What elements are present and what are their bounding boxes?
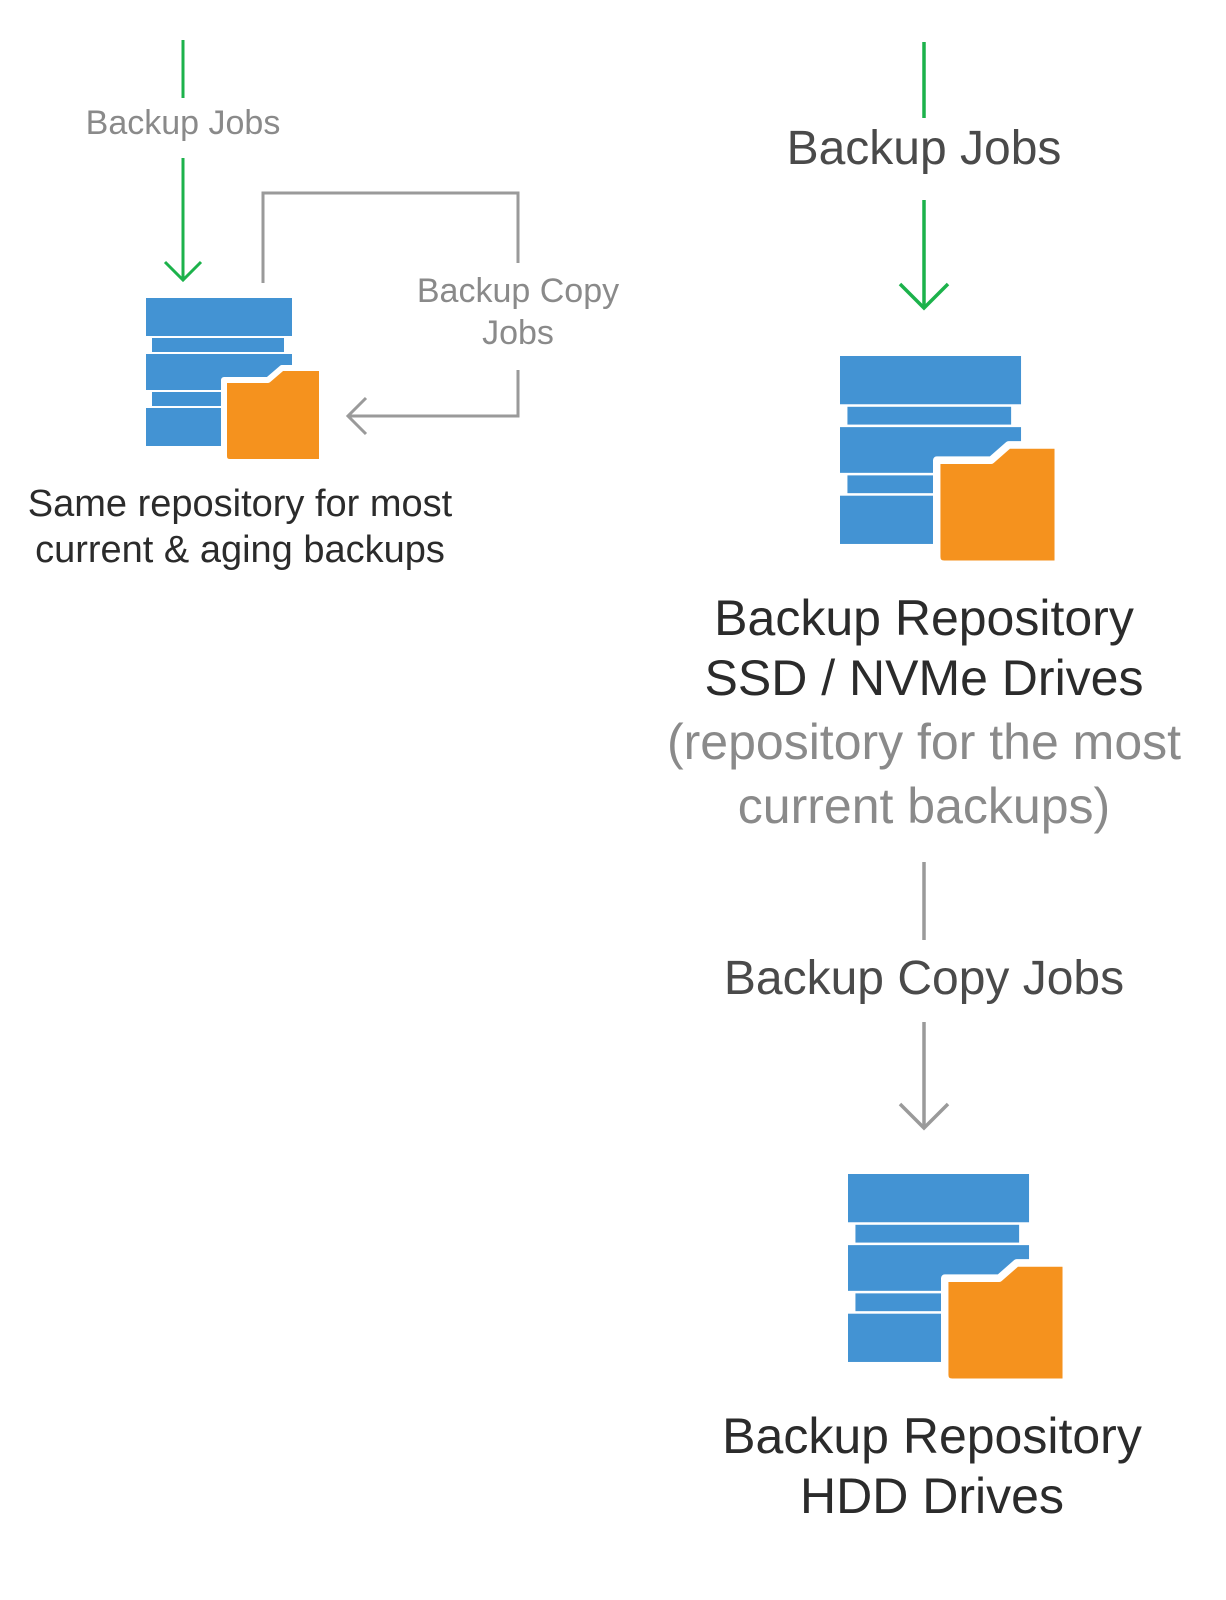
left-copy-jobs-loop-arrow [261, 191, 520, 436]
left-copy-jobs-label-line2: Jobs [482, 314, 554, 352]
left-caption-line2: current & aging backups [35, 529, 445, 571]
left-backup-jobs-label: Backup Jobs [85, 104, 281, 142]
right-backup-jobs-arrow [898, 42, 950, 311]
right-backup-jobs-label: Backup Jobs [786, 122, 1062, 175]
ssd-repository-title-line2: SSD / NVMe Drives [704, 650, 1144, 706]
left-caption-line1: Same repository for most [27, 483, 453, 525]
ssd-repository-note-line1: (repository for the most [666, 714, 1182, 770]
left-repository-icon [146, 298, 322, 462]
right-copy-jobs-label: Backup Copy Jobs [723, 952, 1125, 1005]
ssd-repository-title-line1: Backup Repository [714, 590, 1134, 646]
left-copy-jobs-label-line1: Backup Copy [416, 272, 620, 310]
hdd-repository-title-line2: HDD Drives [800, 1468, 1064, 1524]
hdd-repository-title-line1: Backup Repository [722, 1408, 1142, 1464]
hdd-repository-icon [848, 1174, 1066, 1382]
right-copy-jobs-arrow [898, 862, 950, 1131]
left-backup-jobs-arrow [163, 40, 203, 283]
ssd-repository-icon [840, 356, 1058, 564]
ssd-repository-note-line2: current backups) [737, 778, 1111, 834]
